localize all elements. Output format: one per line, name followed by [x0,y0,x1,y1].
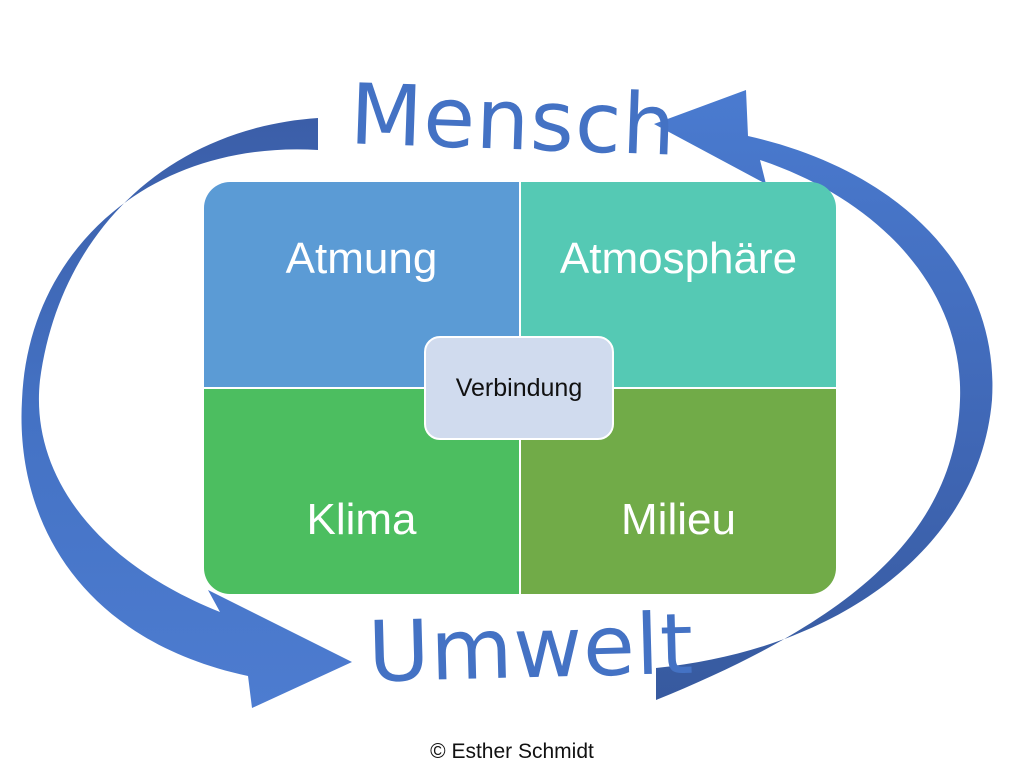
center-label: Verbindung [455,373,583,402]
quadrant-label: Milieu [621,494,736,544]
top-label-mensch: Mensch [348,65,679,175]
quadrant-label: Atmosphäre [559,233,798,283]
bottom-label-umwelt: Umwelt [366,594,696,702]
quadrant-bottom-right: Milieu [521,389,836,594]
quadrant-label: Atmung [285,233,438,283]
quadrant-label: Klima [306,494,417,544]
quadrant-bottom-left: Klima [204,389,519,594]
right-arrow [654,90,993,700]
concept-matrix: Atmung Atmosphäre Klima Milieu [204,182,836,594]
center-connection-box: Verbindung [424,336,614,440]
left-arrow [21,118,352,708]
copyright-notice: © Esther Schmidt [430,740,594,763]
